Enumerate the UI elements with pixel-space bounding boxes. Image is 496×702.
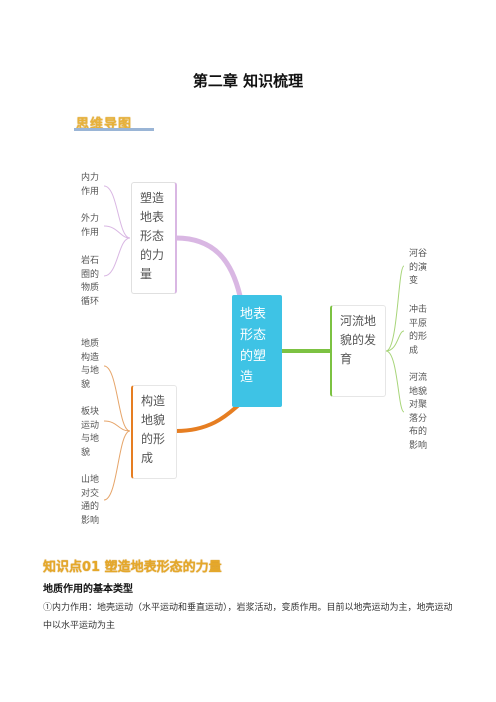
link-top [175, 235, 243, 297]
leaf-internal-force: 内力作用 [81, 173, 100, 197]
leaf-geologic-structure: 地质构造与地貌 [81, 339, 100, 390]
branch-node-tectonic-landforms: 构造地貌的形成 [131, 385, 177, 479]
body-paragraph: ①内力作用：地壳运动（水平运动和垂直运动），岩浆活动，变质作用。目前以地壳运动为… [43, 603, 453, 631]
chapter-title: 第二章 知识梳理 [192, 72, 304, 90]
section-subheading: 地质作用的基本类型 [43, 584, 133, 595]
leaf-alluvial-plain: 冲击平原的形成 [409, 305, 428, 356]
bracket-right [385, 265, 405, 413]
center-node: 地表形态的塑造 [232, 295, 282, 407]
knowledge-point-heading: 知识点01 塑造地表形态的力量 [43, 560, 222, 575]
branch-node-forces: 塑造地表形态的力量 [131, 182, 177, 294]
leaf-valley-evolution: 河谷的演变 [409, 249, 428, 286]
leaf-mountain-transport: 山地对交通的影响 [81, 475, 100, 526]
heading-underline [74, 128, 154, 131]
leaf-rock-cycle: 岩石圈的物质循环 [81, 256, 100, 307]
leaf-plate-movement: 板块运动与地貌 [81, 407, 100, 458]
leaf-external-force: 外力作用 [81, 214, 100, 238]
leaf-settlement-distribution: 河流地貌对聚落分布的影响 [409, 373, 428, 451]
link-bottom [175, 402, 242, 433]
branch-node-river-landforms: 河流地貌的发育 [330, 305, 386, 397]
bracket-bottom [103, 365, 131, 501]
bracket-top [103, 185, 131, 277]
